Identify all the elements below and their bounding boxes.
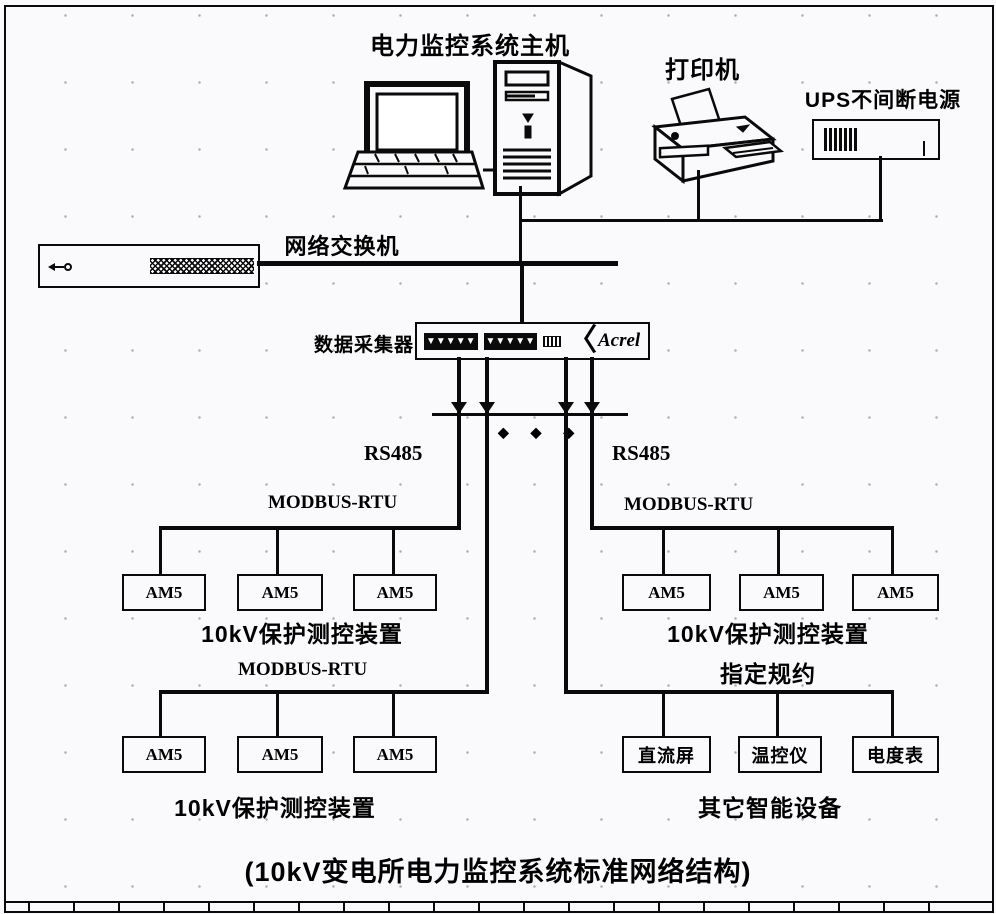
drop bbox=[662, 526, 665, 574]
wire-tap-line bbox=[432, 413, 628, 416]
printer-icon bbox=[645, 85, 787, 185]
device-dc-panel: 直流屏 bbox=[622, 736, 711, 773]
wire-rs485-ch4 bbox=[590, 357, 594, 530]
rs485-left-label: RS485 bbox=[364, 441, 423, 465]
host-label: 电力监控系统主机 bbox=[370, 33, 570, 60]
left-upper-caption: 10kV保护测控装置 bbox=[201, 621, 403, 647]
device-am5: AM5 bbox=[237, 574, 323, 611]
wire-printer-drop bbox=[697, 170, 700, 222]
arrow-down-icon bbox=[479, 402, 495, 414]
ups-label: UPS不间断电源 bbox=[804, 89, 962, 112]
drop bbox=[662, 690, 665, 737]
drop bbox=[776, 690, 779, 737]
right-upper-caption2: 指定规约 bbox=[720, 661, 816, 687]
wire-rs485-ch3 bbox=[564, 357, 568, 694]
collector-port-strip-icon: ▼▼▼▼▼ bbox=[424, 332, 478, 350]
drop bbox=[392, 690, 395, 737]
bus-right-lower bbox=[564, 690, 894, 694]
printer-label: 打印机 bbox=[665, 57, 740, 84]
device-am5: AM5 bbox=[353, 574, 437, 611]
host-computer-icon bbox=[335, 52, 605, 202]
switch-ports-icon bbox=[150, 258, 254, 274]
arrow-down-icon bbox=[584, 402, 600, 414]
modbus-left-upper-label: MODBUS-RTU bbox=[268, 492, 398, 513]
bottom-rule bbox=[4, 901, 992, 903]
drop bbox=[276, 526, 279, 574]
device-am5: AM5 bbox=[237, 736, 323, 773]
wire-peripheral-bus bbox=[519, 219, 883, 222]
device-am5: AM5 bbox=[353, 736, 437, 773]
modbus-left-lower-label: MODBUS-RTU bbox=[238, 659, 368, 680]
bottom-rule-ticks bbox=[28, 903, 964, 913]
drop bbox=[159, 526, 162, 574]
wire-ups-drop bbox=[879, 156, 882, 222]
ellipsis-dots-icon: ◆ ◆ ◆ bbox=[498, 424, 584, 440]
left-lower-caption: 10kV保护测控装置 bbox=[174, 795, 376, 821]
device-am5: AM5 bbox=[122, 574, 206, 611]
drop bbox=[392, 526, 395, 574]
device-am5: AM5 bbox=[739, 574, 824, 611]
drop bbox=[777, 526, 780, 574]
right-upper-caption: 10kV保护测控装置 bbox=[667, 621, 869, 647]
device-kwh-meter: 电度表 bbox=[852, 736, 939, 773]
wire-host-to-lan bbox=[519, 186, 522, 266]
wire-rs485-ch2 bbox=[485, 357, 489, 694]
device-temp-controller: 温控仪 bbox=[738, 736, 822, 773]
diagram-title: (10kV变电所电力监控系统标准网络结构) bbox=[244, 857, 752, 887]
drop bbox=[159, 690, 162, 737]
drop bbox=[276, 690, 279, 737]
collector-port-strip-icon: ▼▼▼▼▼ bbox=[483, 332, 537, 350]
device-am5: AM5 bbox=[122, 736, 206, 773]
drop bbox=[891, 526, 894, 574]
arrow-down-icon bbox=[451, 402, 467, 414]
switch-label: 网络交换机 bbox=[284, 234, 400, 259]
brand-text: Acrel bbox=[598, 330, 641, 351]
wire-lan-to-collector bbox=[520, 266, 524, 324]
bus-right-upper bbox=[590, 526, 894, 530]
collector-brand: 〈 Acrel bbox=[567, 324, 641, 357]
collector-connector-icon bbox=[543, 335, 561, 347]
bus-left-upper bbox=[159, 526, 461, 530]
arrow-down-icon bbox=[558, 402, 574, 414]
ups-vents-icon bbox=[824, 128, 858, 151]
ups-switch-icon bbox=[922, 141, 925, 156]
ups-icon bbox=[812, 119, 940, 160]
wire-ethernet-bus bbox=[257, 261, 618, 266]
tower-side-icon bbox=[557, 59, 593, 197]
collector-label: 数据采集器 bbox=[314, 335, 415, 356]
network-switch-icon bbox=[38, 244, 260, 288]
bus-left-lower bbox=[159, 690, 489, 694]
brand-angle-icon: 〈 bbox=[567, 324, 597, 357]
wire-rs485-ch1 bbox=[457, 357, 461, 530]
rs485-right-label: RS485 bbox=[612, 441, 671, 465]
data-collector-icon: ▼▼▼▼▼ ▼▼▼▼▼ 〈 Acrel bbox=[415, 322, 650, 360]
drop bbox=[891, 690, 894, 737]
right-lower-caption: 其它智能设备 bbox=[698, 795, 842, 821]
device-am5: AM5 bbox=[622, 574, 711, 611]
modbus-right-label: MODBUS-RTU bbox=[624, 494, 754, 515]
uplink-icon bbox=[48, 263, 72, 271]
device-am5: AM5 bbox=[852, 574, 939, 611]
